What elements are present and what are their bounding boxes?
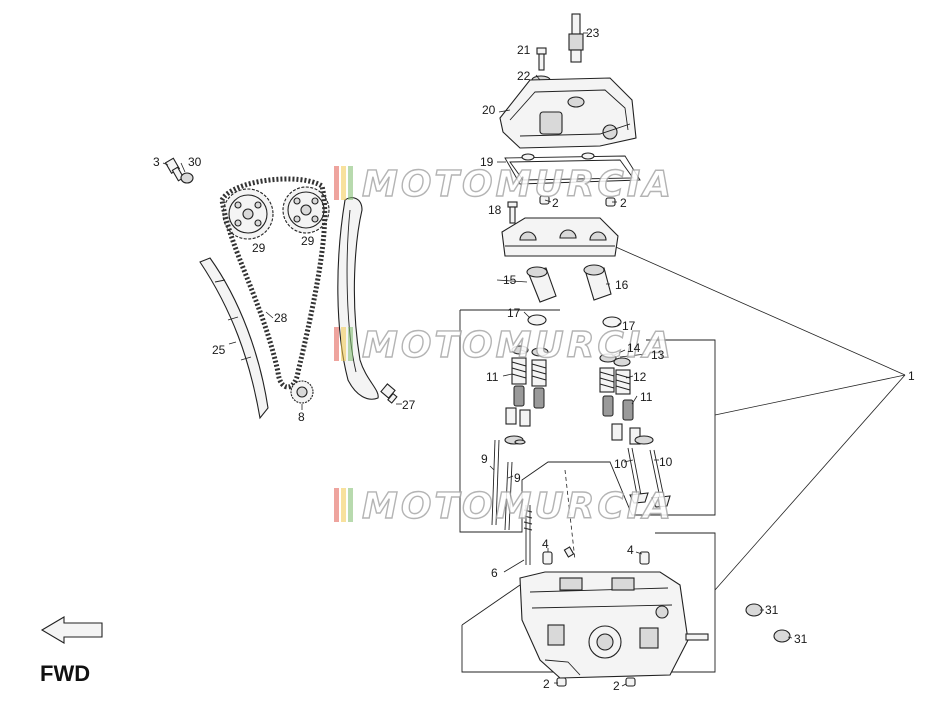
cylinder-head [519,571,709,679]
callout-13: 13 [651,348,665,362]
watermark-text: MOTOMURCIA [362,325,674,366]
callout-2-top-right: 2 [620,196,627,210]
callout-28: 28 [274,311,288,325]
callout-1: 1 [908,369,915,383]
head-stud [523,469,576,565]
valve-shims [527,314,622,328]
callout-4-right: 4 [627,543,634,557]
crank-sprocket [290,380,314,404]
callout-11-right: 11 [640,390,653,404]
callout-10-right: 10 [659,455,673,469]
cover-bolt [531,47,551,85]
tensioner-pivot-bolt [380,383,398,404]
callout-3: 3 [153,155,160,169]
watermark-text: MOTOMURCIA [362,486,674,527]
cover-gasket [504,152,641,185]
callout-2-top-left: 2 [552,196,559,210]
sprocket-bolt [164,157,194,184]
timing-chain [219,176,328,390]
callout-22: 22 [517,69,531,83]
assembly-outline [459,239,906,673]
callout-29-right: 29 [301,234,315,248]
callout-6: 6 [491,566,498,580]
watermark-bottom: MOTOMURCIA [334,485,674,528]
forward-label: FWD [40,661,90,686]
forward-arrow-icon [40,616,103,644]
callout-14: 14 [627,341,641,355]
watermark-top: MOTOMURCIA [334,163,674,206]
callout-2-bottom-left: 2 [543,677,550,691]
watermark-middle: MOTOMURCIA [334,324,674,367]
callout-20: 20 [482,103,496,117]
blanking-plugs [745,603,791,643]
callout-11-left: 11 [486,370,499,384]
callout-8: 8 [298,410,305,424]
dowel-pins-bottom [556,677,636,687]
callout-17-left: 17 [507,306,521,320]
callout-2-bottom-right: 2 [613,679,620,693]
callout-31-bottom: 31 [794,632,808,646]
callout-31-top: 31 [765,603,779,617]
callout-12: 12 [633,370,647,384]
intake-valve-set [491,345,549,531]
leader-lines [162,74,793,687]
callout-18: 18 [488,203,502,217]
watermark-text: MOTOMURCIA [362,164,674,205]
chain-tensioner-slide [337,197,379,400]
camshaft-holder [501,217,619,257]
dowel-pins-head [542,546,650,565]
callout-23: 23 [586,26,600,40]
callout-30: 30 [188,155,202,169]
callout-15: 15 [503,273,517,287]
callout-21: 21 [517,43,531,57]
callout-29-left: 29 [252,241,266,255]
callout-25: 25 [212,343,226,357]
cam-sprocket-intake [222,188,274,240]
valve-cover [499,77,637,149]
callout-27: 27 [402,398,416,412]
callout-19: 19 [480,155,494,169]
callout-16: 16 [615,278,629,292]
callout-10-left: 10 [614,457,628,471]
callout-4-left: 4 [542,537,549,551]
spark-plug [568,13,588,63]
valve-lifters [526,264,612,303]
chain-guide [199,257,269,420]
exhaust-valve-set [599,353,671,508]
callout-9-right: 9 [514,471,521,485]
callout-17-right: 17 [622,319,636,333]
forward-direction-indicator: FWD [40,616,103,686]
camshaft-holder-bolt [507,201,518,224]
callout-9-left: 9 [481,452,488,466]
cam-sprocket-exhaust [282,186,330,234]
callout-labels: 23 21 22 20 19 2 2 18 15 16 17 17 14 13 … [153,26,915,693]
